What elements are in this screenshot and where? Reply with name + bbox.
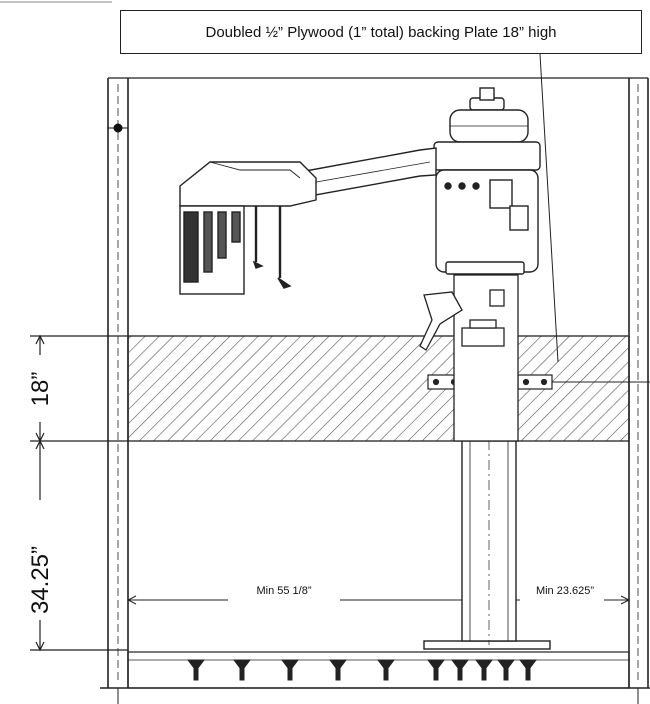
dimension-18-label: 18” bbox=[27, 372, 54, 407]
dimension-34-label: 34.25” bbox=[27, 546, 54, 614]
min-left-label: Min 55 1/8” bbox=[256, 585, 311, 597]
plywood-callout-text: Doubled ½” Plywood (1” total) backing Pl… bbox=[205, 23, 557, 41]
left-dimension-lines bbox=[30, 334, 128, 652]
xray-unit-head bbox=[433, 87, 541, 275]
floor-base bbox=[100, 651, 650, 704]
floor-anchors bbox=[187, 659, 537, 681]
left-wall-stud bbox=[107, 77, 129, 688]
right-wall-stud bbox=[628, 77, 649, 688]
crosshair-marker bbox=[108, 123, 128, 133]
cephalostat-assembly bbox=[179, 161, 317, 295]
callout-leader-line bbox=[539, 53, 559, 363]
min-right-label: Min 23.625” bbox=[536, 585, 594, 597]
plywood-callout-box: Doubled ½” Plywood (1” total) backing Pl… bbox=[120, 10, 642, 54]
plywood-backing-plate bbox=[127, 335, 630, 442]
xray-unit-carriage bbox=[419, 274, 519, 442]
xray-unit-arm bbox=[299, 147, 437, 197]
xray-unit-column bbox=[423, 380, 551, 650]
clearance-dimension-line bbox=[126, 595, 631, 605]
